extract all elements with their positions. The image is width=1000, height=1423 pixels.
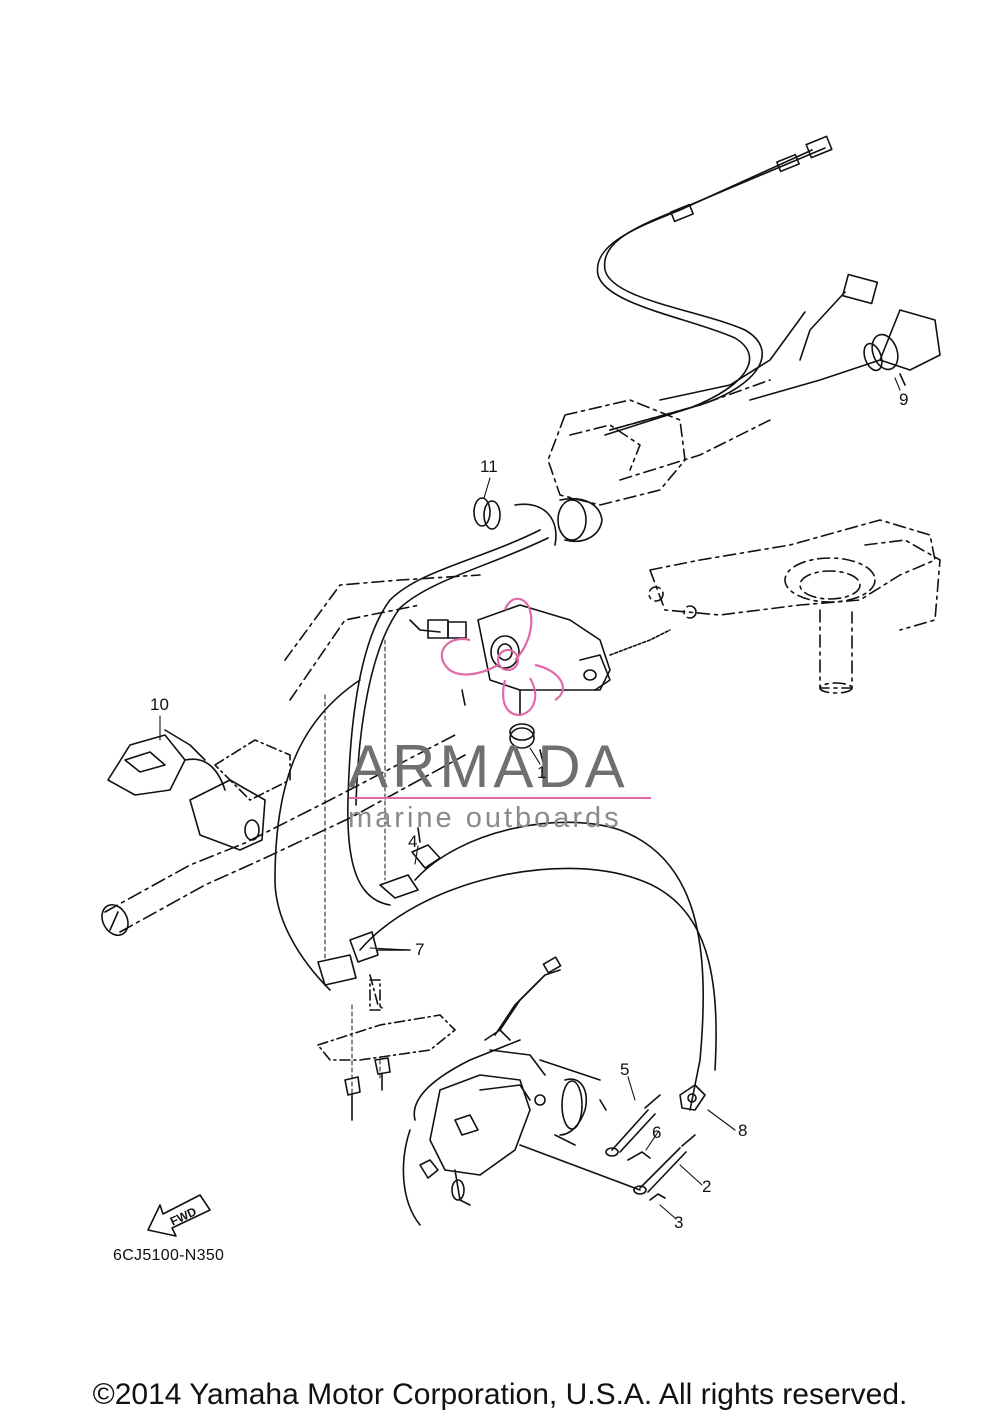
callout-11: 11: [480, 457, 498, 476]
clip-part-3: [649, 1193, 666, 1201]
stop-switch-part-10: [107, 729, 226, 796]
callout-3: 3: [674, 1213, 684, 1232]
watermark-title: ARMADA: [348, 733, 629, 800]
callout-7: 7: [415, 940, 425, 959]
leader-lines: [159, 377, 901, 1219]
copyright-notice: ©2014 Yamaha Motor Corporation, U.S.A. A…: [92, 1378, 908, 1411]
connector-part-9: [841, 273, 941, 386]
upper-housing: [547, 379, 771, 506]
callout-1: 1: [537, 763, 547, 782]
cable-clip-part-4: [379, 827, 441, 899]
callout-9: 9: [899, 390, 909, 409]
wire-clamp-part-8: [679, 1084, 706, 1111]
armada-logo-mark: [440, 597, 565, 717]
grommet-part-11: [473, 497, 603, 546]
control-cables: [596, 135, 833, 436]
fwd-arrow: [147, 1194, 211, 1237]
callout-5: 5: [620, 1060, 630, 1079]
steering-bracket: [648, 519, 941, 694]
fwd-label: FWD: [168, 1204, 199, 1228]
nut-part-1: [509, 723, 546, 771]
callout-6: 6: [652, 1123, 662, 1142]
lower-plate: [317, 974, 456, 1061]
harness-connector: [427, 604, 671, 716]
callout-8: 8: [738, 1121, 748, 1140]
callout-2: 2: [702, 1177, 712, 1196]
diagram-part-code: 6CJ5100-N350: [113, 1247, 225, 1264]
shift-rod-part-5: [605, 1094, 661, 1157]
bolts: [344, 1057, 391, 1121]
clip-part-6: [627, 1151, 651, 1161]
cable-clip-part-7: [317, 931, 411, 986]
wire-harness: [274, 291, 881, 1111]
watermark-subtitle: marine outboards: [348, 802, 622, 834]
shift-rod-part-2: [633, 1134, 696, 1195]
shift-assembly: [402, 956, 641, 1226]
callout-4: 4: [408, 832, 418, 851]
watermark-divider: [349, 797, 651, 799]
callout-10: 10: [150, 695, 169, 714]
screw-guides: [324, 639, 386, 1111]
